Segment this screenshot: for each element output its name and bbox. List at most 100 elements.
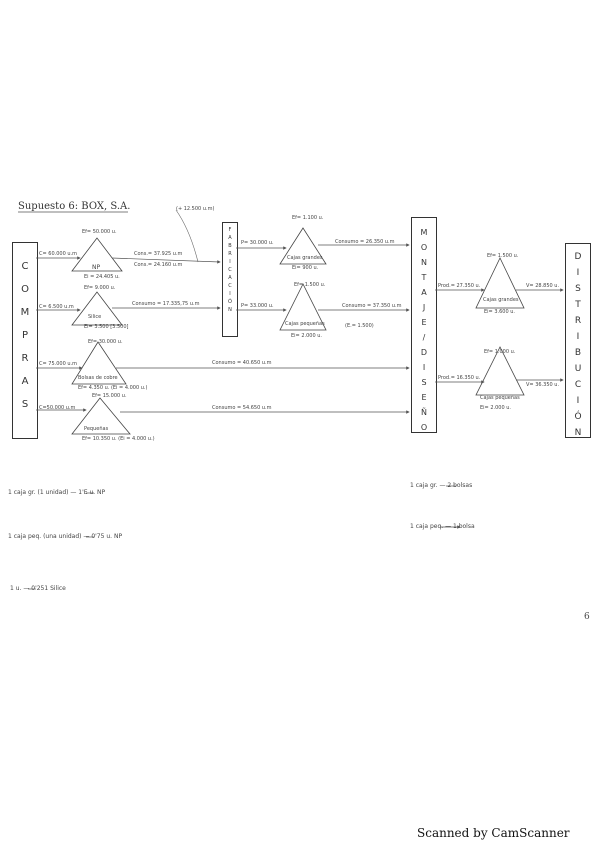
scanner-footer: Scanned by CamScanner (417, 826, 570, 840)
triangle-fab-pequenas (279, 283, 327, 331)
column-letter: A (228, 275, 232, 281)
fab-grandes-ef: Ef= 1.100 u. (292, 215, 324, 221)
column-letter: I (229, 291, 231, 297)
bolsas-ef: Ef= 30.000 u. (88, 339, 123, 345)
triangle-fab-grandes (279, 227, 327, 265)
dist-pequenas-name: Cajas pequeñas (480, 395, 520, 401)
column-letter: N (421, 258, 427, 267)
note-caja-grande-bolsas: 1 caja gr. — 2 bolsas (410, 482, 473, 489)
column-letter: F (228, 227, 232, 233)
column-letter: O (21, 284, 29, 295)
column-letter: R (21, 353, 29, 364)
dist-grandes-in: Prod.= 27.350 u. (438, 283, 481, 289)
fab-pequenas-name: Cajas pequeñas (285, 321, 325, 327)
dist-grandes-name: Cajas grandes (483, 297, 519, 303)
page-title: Supuesto 6: BOX, S.A. (18, 201, 131, 212)
compras-box: C O M P R A S (12, 242, 38, 439)
column-letter: R (228, 251, 232, 257)
column-letter: T (575, 300, 581, 310)
column-letter: A (21, 376, 29, 387)
column-letter: Ó (228, 299, 232, 305)
column-letter: / (422, 333, 426, 342)
column-letter: S (21, 399, 29, 410)
column-letter: C (228, 267, 232, 273)
column-letter: I (576, 396, 580, 406)
dist-pequenas-in: Prod.= 16.350 u. (438, 375, 481, 381)
triangle-np (71, 237, 123, 272)
bolsas-out: Consumo = 40.650 u.m (212, 360, 272, 366)
pequenas-ei: Ef= 10.350 u. (Ei = 4.000 u.) (82, 436, 155, 442)
silice-inflow: C= 6.500 u.m (39, 304, 74, 310)
triangle-dist-grandes (475, 257, 525, 309)
fab-pequenas-in: P= 33.000 u. (241, 303, 274, 309)
triangle-silice (71, 291, 123, 326)
note-caja-pequena-bolsa: 1 caja peq. — 1 bolsa (410, 523, 475, 530)
triangle-bolsas (71, 341, 127, 385)
np-inflow: C= 60.000 u.m (39, 251, 77, 257)
column-letter: E (421, 393, 427, 402)
pequenas-ef: Ef= 15.000 u. (92, 393, 127, 399)
column-letter: Ó (574, 412, 582, 422)
fab-pequenas-ef: Ef= 1.500 u. (294, 282, 326, 288)
np-out-2: Cons.= 24.160 u.m (134, 262, 183, 268)
column-letter: D (420, 348, 428, 357)
np-ei: Ei = 24.405 u. (84, 274, 120, 280)
silice-ef: Ef= 9.000 u. (84, 285, 116, 291)
column-letter: B (228, 243, 232, 249)
silice-out: Consumo = 17.335,75 u.m (132, 301, 200, 307)
pequenas-name: Pequeñas (84, 426, 109, 432)
column-letter: J (422, 303, 426, 312)
column-letter: O (420, 243, 428, 252)
column-letter: M (420, 228, 428, 237)
np-out-1: Cons.= 37.925 u.m (134, 251, 183, 257)
column-letter: E (421, 318, 427, 327)
column-letter: P (21, 330, 29, 341)
page-number: 6 (584, 612, 590, 622)
note-silice: 1 u. — 0'251 Silice (10, 585, 66, 592)
fab-grandes-name: Cajas grandes (287, 255, 323, 261)
pequenas-out: Consumo = 54.650 u.m (212, 405, 272, 411)
column-letter: O (420, 423, 428, 432)
np-ef: Ef= 50.000 u. (82, 229, 117, 235)
pequenas-inflow: C=50.000 u.m (39, 405, 76, 411)
column-letter: I (576, 332, 580, 342)
triangle-dist-pequenas (475, 346, 525, 396)
bolsas-name: Bolsas de cobre (78, 375, 118, 381)
bolsas-inflow: C= 75.000 u.m (39, 361, 77, 367)
extra-note: (+ 12.500 u.m) (176, 206, 215, 212)
silice-name: Silice (88, 314, 102, 320)
dist-grandes-out: V= 28.850 u. (526, 283, 560, 289)
column-letter: C (574, 380, 582, 390)
fab-grandes-ei: Ei= 900 u. (292, 265, 319, 271)
column-letter: C (21, 261, 29, 272)
silice-ei: Ei= 3.500 [3.500] (84, 324, 129, 330)
fab-grandes-in: P= 30.000 u. (241, 240, 274, 246)
column-letter: D (574, 252, 582, 262)
column-letter: I (422, 363, 426, 372)
column-letter: S (575, 284, 581, 294)
fab-pequenas-out: Consumo = 37.350 u.m (342, 303, 402, 309)
column-letter: N (574, 428, 582, 438)
np-name: NP (92, 264, 101, 271)
dist-grandes-ei: Ei= 3.600 u. (484, 309, 515, 315)
column-letter: S (421, 378, 427, 387)
column-letter: I (576, 268, 580, 278)
fab-pequenas-ei: Ei= 2.000 u. (291, 333, 322, 339)
dist-pequenas-out: V= 36.350 u. (526, 382, 560, 388)
column-letter: Ñ (421, 408, 427, 417)
fab-pequenas-extra: (E.= 1.500) (345, 323, 374, 329)
column-letter: A (421, 288, 427, 297)
column-letter: B (574, 348, 582, 358)
column-letter: C (228, 283, 232, 289)
triangle-pequenas (71, 397, 131, 435)
column-letter: I (229, 259, 231, 265)
dist-pequenas-ei: Ei= 2.000 u. (480, 405, 511, 411)
column-letter: M (20, 307, 30, 318)
column-letter: U (574, 364, 582, 374)
